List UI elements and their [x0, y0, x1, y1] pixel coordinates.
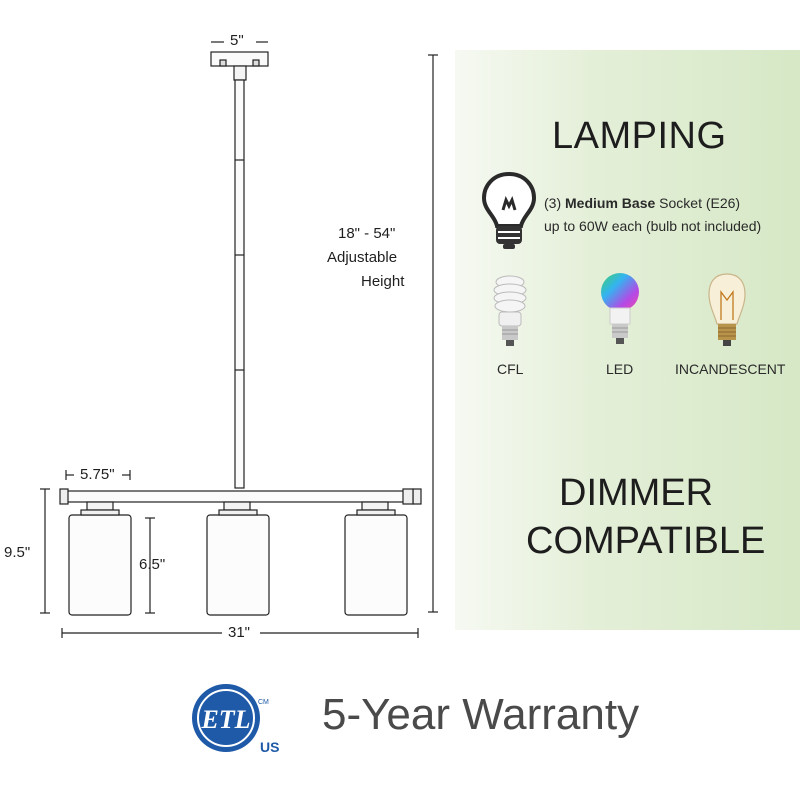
total-drop-label: 9.5" [4, 544, 31, 561]
adjustable-label: Adjustable [327, 249, 398, 266]
lamping-title: LAMPING [552, 115, 727, 157]
warranty-text: 5-Year Warranty [322, 690, 640, 739]
socket-type: Socket (E26) [659, 195, 741, 211]
socket-count: (3) [544, 195, 562, 211]
wattage-info: up to 60W each (bulb not included) [544, 218, 762, 234]
dimmer-line-2: COMPATIBLE [526, 520, 766, 562]
shade-width-label: 5.75" [80, 466, 115, 483]
socket-base: Medium Base [565, 195, 656, 211]
total-width-label: 31" [228, 624, 251, 641]
cfl-label: CFL [497, 361, 524, 377]
svg-text:ETL: ETL [200, 705, 250, 734]
shade-left [68, 514, 132, 616]
shade-height-label: 6.5" [139, 556, 166, 573]
socket-info: (3) Medium Base Socket (E26) [544, 195, 740, 211]
led-label: LED [606, 361, 634, 377]
height-label: Height [361, 273, 405, 290]
svg-text:US: US [260, 739, 279, 755]
dimmer-line-1: DIMMER [559, 472, 714, 514]
incandescent-label: INCANDESCENT [675, 361, 786, 377]
lightbulb-icon [481, 171, 537, 249]
etl-logo: ETL CM US [192, 684, 279, 755]
shade-center [206, 514, 270, 616]
shade-right [344, 514, 408, 616]
led-bulb-icon [601, 273, 639, 344]
height-range-label: 18" - 54" [338, 225, 396, 242]
crossbar [63, 490, 418, 503]
cfl-bulb-icon [493, 275, 527, 346]
downrod [234, 79, 245, 489]
canopy-width-label: 5" [230, 32, 244, 49]
incandescent-bulb-icon [708, 273, 746, 346]
svg-text:CM: CM [258, 699, 269, 706]
